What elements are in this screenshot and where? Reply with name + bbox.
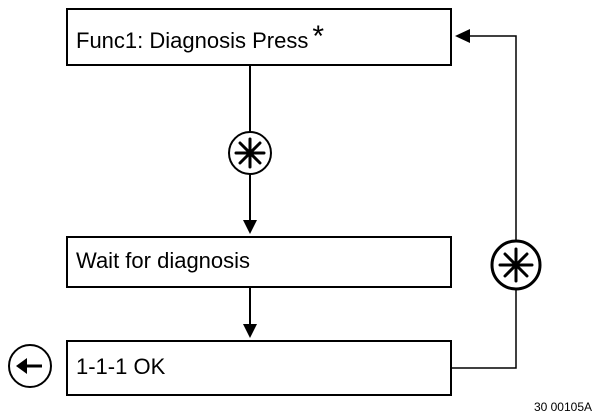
arrowhead-left-icon <box>455 29 470 43</box>
arrowhead-down-icon <box>243 324 257 338</box>
figure-id: 30 00105A <box>533 400 592 414</box>
diagnosis-press-box: Func1: Diagnosis Press* <box>66 8 452 66</box>
result-ok-box: 1-1-1 OK <box>66 340 452 396</box>
connector-feedback-loop <box>452 35 517 369</box>
star-button-icon[interactable] <box>228 131 272 175</box>
left-arrow-button-icon[interactable] <box>8 344 52 388</box>
wait-for-diagnosis-box: Wait for diagnosis <box>66 236 452 288</box>
star-symbol: * <box>312 20 325 53</box>
result-ok-label: 1-1-1 OK <box>76 354 166 379</box>
diagnosis-press-label: Func1: Diagnosis Press <box>76 28 309 53</box>
star-button-icon[interactable] <box>490 239 542 291</box>
arrowhead-down-icon <box>243 220 257 234</box>
wait-for-diagnosis-label: Wait for diagnosis <box>76 248 251 273</box>
